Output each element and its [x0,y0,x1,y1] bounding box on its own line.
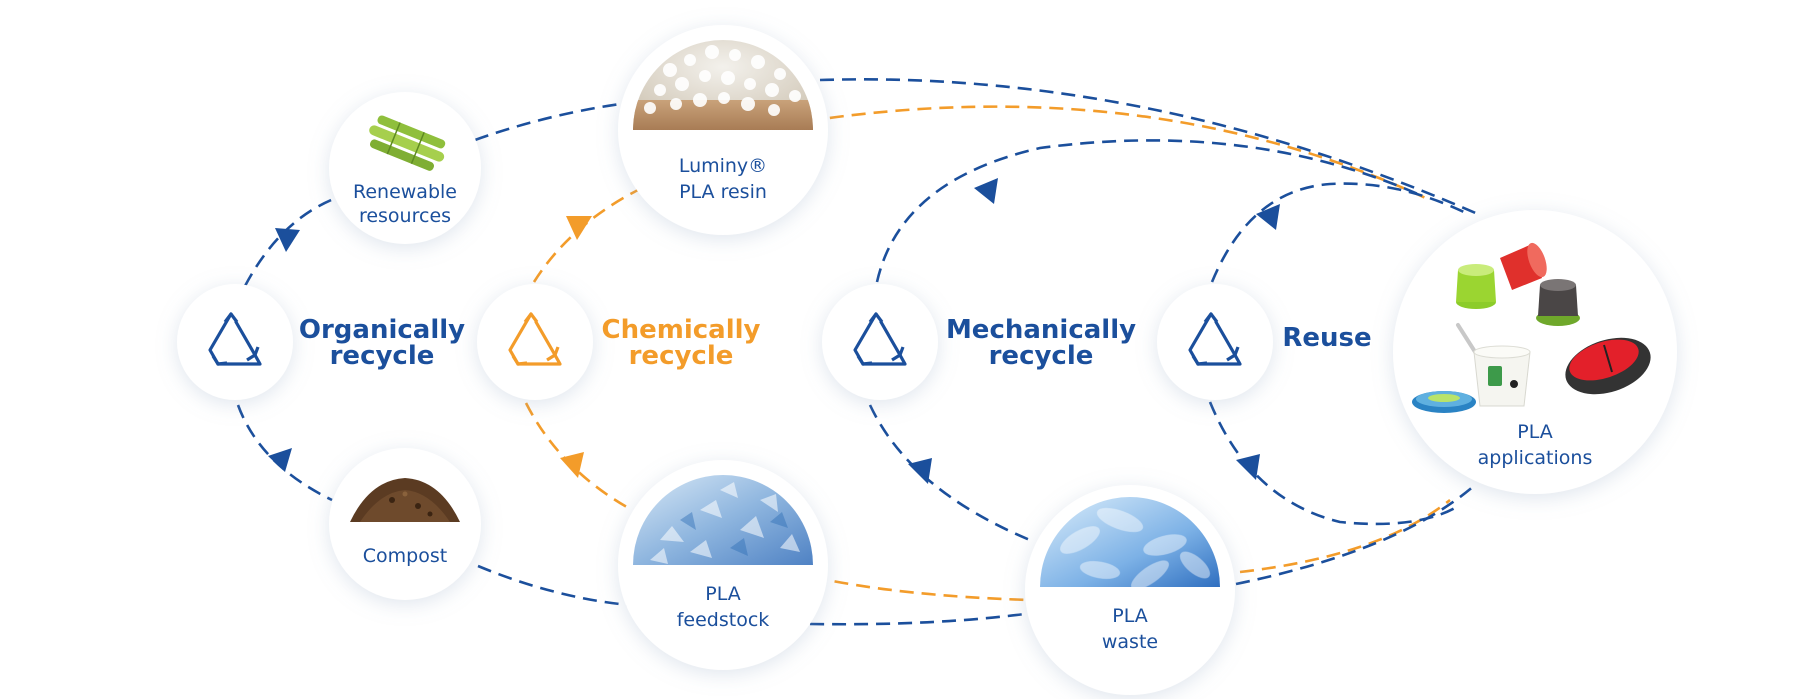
cycle-chemical: Chemically recycle [477,284,761,400]
path-chemical-resin-long [807,105,1431,202]
arrow-reuse-down-up-icon [1236,454,1260,480]
path-waste-apps [1235,484,1476,586]
luminy-label-line2: PLA resin [679,181,767,203]
mechanical-label-line2: recycle [989,341,1094,371]
waste-label-line1: PLA [1112,605,1147,627]
path-mechanical-top [875,139,1421,283]
path-reuse-top [1210,182,1471,283]
arrow-reuse-up-icon [1256,204,1280,230]
path-chemical-waste [812,575,1031,602]
mechanical-label-line1: Mechanically [946,315,1136,345]
cycle-paths [236,78,1481,626]
path-resin-apps-top [819,78,1481,217]
applications-label-line2: applications [1478,447,1593,469]
arrow-mechanical-waste-up-icon [908,458,932,484]
feedstock-label-line1: PLA [705,583,740,605]
compost-soil-image [350,478,460,522]
organic-label-line1: Organically [299,315,465,345]
node-pla-waste: PLA waste [1025,485,1235,695]
path-feedstock-waste [809,610,1041,626]
cycle-reuse: Reuse [1157,284,1372,400]
chemical-label-line2: recycle [629,341,734,371]
path-organic-bottom [236,404,333,502]
path-compost-feedstock [477,564,641,608]
chemical-label-line1: Chemically [602,315,761,345]
path-organic-resin [474,102,621,142]
waste-label-line2: waste [1102,631,1158,653]
node-luminy-resin: Luminy® PLA resin [618,25,828,235]
renewable-label-line2: resources [359,205,451,227]
cycle-organic: Organically recycle [177,284,465,400]
compost-label: Compost [363,545,447,567]
arrow-organic-compost-up-icon [268,448,292,472]
arrow-heads [268,178,1280,484]
arrow-organic-up-icon [275,228,300,252]
path-mechanical-bottom [868,404,1031,542]
cycle-mechanical: Mechanically recycle [822,284,1136,400]
path-chemical-top [532,188,639,283]
arrow-chemical-up-icon [566,216,592,240]
node-pla-applications: PLA applications [1393,210,1677,494]
organic-label-line2: recycle [330,341,435,371]
applications-label-line1: PLA [1517,421,1552,443]
node-compost: Compost [329,448,481,600]
feedstock-label-line2: feedstock [677,609,770,631]
reuse-label: Reuse [1282,323,1371,353]
path-chemical-app-lower [1239,498,1451,574]
node-pla-feedstock: PLA feedstock [618,460,828,670]
sugarcane-image [369,115,446,171]
arrow-mechanical-up-icon [974,178,998,204]
node-renewable-resources: Renewable resources [329,92,481,244]
pla-products-image [1412,242,1651,413]
luminy-label-line1: Luminy® [679,155,767,177]
arrow-chemical-feed-up-icon [560,452,584,478]
renewable-label-line1: Renewable [353,181,457,203]
